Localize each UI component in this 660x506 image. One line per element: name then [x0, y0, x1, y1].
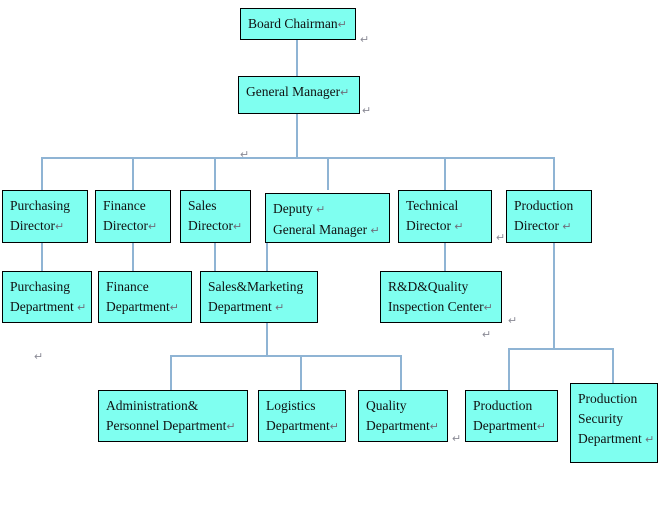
technical-director-line1: Technical [406, 198, 459, 213]
connector-chairman-to-gm [296, 40, 298, 76]
pilcrow-icon: ↵ [337, 19, 347, 31]
node-board-chairman[interactable]: Board Chairman↵ [240, 8, 356, 40]
connector-drop-logistics-dept [300, 355, 302, 390]
pilcrow-icon-stray-7: ↵ [452, 433, 462, 445]
connector-drop-quality-dept [400, 355, 402, 390]
production-security-line2: Security [578, 411, 623, 426]
connector-drop-deputy-gm [327, 157, 329, 190]
logistics-department-line1: Logistics [266, 398, 316, 413]
production-director-line1: Production [514, 198, 574, 213]
finance-director-line2: Director [103, 218, 148, 233]
production-security-line3: Department [578, 431, 642, 446]
node-quality-department[interactable]: Quality Department↵ [358, 390, 448, 442]
pilcrow-icon: ↵ [340, 87, 350, 99]
node-administration-personnel-department[interactable]: Administration& Personnel Department↵ [98, 390, 248, 442]
production-security-line1: Production [578, 391, 638, 406]
pilcrow-icon: ↵ [275, 302, 285, 314]
rd-quality-line1: R&D&Quality [388, 279, 469, 294]
pilcrow-icon: ↵ [54, 221, 65, 233]
node-technical-director[interactable]: Technical Director ↵ [398, 190, 492, 243]
pilcrow-icon-stray-8: ↵ [482, 329, 492, 341]
connector-drop-sales-director [214, 157, 216, 190]
pilcrow-icon: ↵ [429, 421, 439, 433]
node-production-security-department[interactable]: Production Security Department ↵ [570, 383, 658, 463]
pilcrow-icon-stray-2: ↵ [362, 105, 372, 117]
sales-marketing-department-line1: Sales&Marketing [208, 279, 304, 294]
pilcrow-icon: ↵ [169, 302, 179, 314]
node-sales-director[interactable]: Sales Director↵ [180, 190, 251, 243]
pilcrow-icon: ↵ [329, 421, 339, 433]
connector-drop-production-security-dept [612, 348, 614, 383]
sales-director-line2: Director [188, 218, 233, 233]
purchasing-department-line2: Department [10, 299, 74, 314]
pilcrow-icon: ↵ [645, 434, 655, 446]
connector-drop-production-dept [508, 348, 510, 390]
node-production-director[interactable]: Production Director ↵ [506, 190, 592, 243]
connector-drop-finance-director [132, 157, 134, 190]
deputy-gm-line1: Deputy [273, 201, 313, 216]
connector-purchasing-dir-to-dept [41, 243, 43, 271]
connector-sales-dir-to-dept [214, 243, 216, 271]
finance-department-line2: Department [106, 299, 170, 314]
deputy-gm-line2: General Manager [273, 222, 368, 237]
connector-finance-dir-to-dept [132, 243, 134, 271]
technical-director-line2: Director [406, 218, 451, 233]
board-chairman-label: Board Chairman [248, 16, 338, 31]
connector-gm-stem [296, 114, 298, 158]
finance-department-line1: Finance [106, 279, 149, 294]
production-department-line1: Production [473, 398, 533, 413]
finance-director-line1: Finance [103, 198, 146, 213]
node-logistics-department[interactable]: Logistics Department↵ [258, 390, 346, 442]
connector-production-bus [508, 348, 614, 350]
node-purchasing-department[interactable]: Purchasing Department ↵ [2, 271, 92, 323]
node-sales-marketing-department[interactable]: Sales&Marketing Department ↵ [200, 271, 318, 323]
sales-director-line1: Sales [188, 198, 217, 213]
pilcrow-icon: ↵ [483, 302, 493, 314]
pilcrow-icon-stray-3: ↵ [240, 149, 250, 161]
connector-technical-dir-to-rd [444, 243, 446, 271]
purchasing-director-line1: Purchasing [10, 198, 70, 213]
pilcrow-icon: ↵ [316, 204, 326, 216]
production-department-line2: Department [473, 418, 537, 433]
pilcrow-icon-stray-4: ↵ [496, 232, 506, 244]
purchasing-director-line2: Director [10, 218, 55, 233]
pilcrow-icon: ↵ [370, 225, 380, 237]
pilcrow-icon: ↵ [562, 221, 572, 233]
purchasing-department-line1: Purchasing [10, 279, 70, 294]
quality-department-line1: Quality [366, 398, 407, 413]
pilcrow-icon: ↵ [77, 302, 87, 314]
quality-department-line2: Department [366, 418, 430, 433]
administration-line1: Administration& [106, 398, 199, 413]
connector-drop-purchasing-director [41, 157, 43, 190]
pilcrow-icon: ↵ [226, 421, 236, 433]
logistics-department-line2: Department [266, 418, 330, 433]
connector-production-dir-stem [553, 243, 555, 349]
pilcrow-icon: ↵ [232, 221, 243, 233]
production-director-line2: Director [514, 218, 559, 233]
connector-main-bus [41, 157, 555, 159]
pilcrow-icon: ↵ [147, 221, 158, 233]
pilcrow-icon: ↵ [536, 421, 546, 433]
connector-drop-technical-director [444, 157, 446, 190]
pilcrow-icon-stray-1: ↵ [360, 34, 370, 46]
connector-deputy-gm-bus [170, 355, 402, 357]
rd-quality-line2: Inspection Center [388, 299, 484, 314]
connector-drop-administration-dept [170, 355, 172, 390]
administration-line2: Personnel Department [106, 418, 227, 433]
pilcrow-icon-stray-6: ↵ [34, 351, 44, 363]
node-finance-director[interactable]: Finance Director↵ [95, 190, 171, 243]
node-rd-quality-inspection-center[interactable]: R&D&Quality Inspection Center↵ [380, 271, 502, 323]
node-finance-department[interactable]: Finance Department↵ [98, 271, 192, 323]
pilcrow-icon: ↵ [454, 221, 464, 233]
sales-marketing-department-line2: Department [208, 299, 272, 314]
connector-drop-production-director [553, 157, 555, 190]
node-production-department[interactable]: Production Department↵ [465, 390, 558, 442]
pilcrow-icon-stray-5: ↵ [508, 315, 518, 327]
node-purchasing-director[interactable]: Purchasing Director↵ [2, 190, 88, 243]
general-manager-label: General Manager [246, 84, 341, 99]
node-deputy-general-manager[interactable]: Deputy ↵ General Manager ↵ [265, 193, 390, 243]
node-general-manager[interactable]: General Manager↵ [238, 76, 360, 114]
